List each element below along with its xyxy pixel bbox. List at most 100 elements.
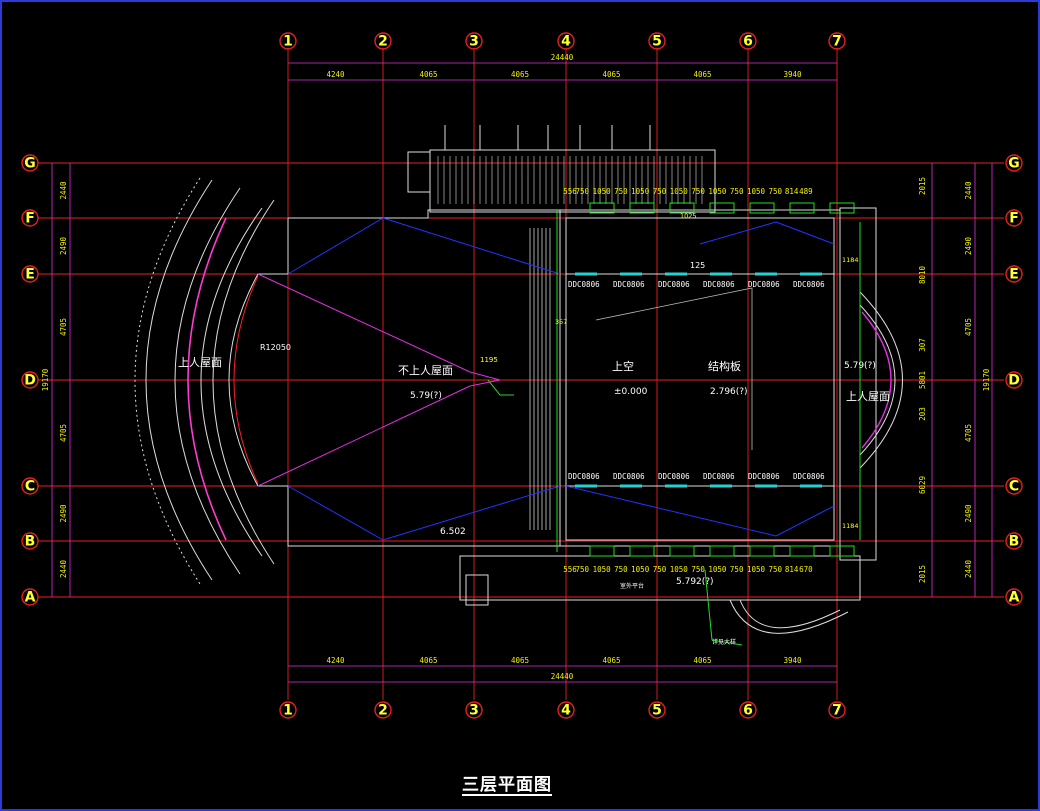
axis-bubble-bottom-5: 5 (648, 701, 666, 719)
dim-right-4: 2490 (964, 504, 973, 523)
stair-hatching (437, 156, 703, 204)
svg-text:D: D (24, 373, 36, 389)
dim-window-bottom-9: 750 (730, 565, 744, 574)
dim-overall-bottom: 24440 (551, 672, 574, 681)
dim-window-top-6: 1050 (670, 187, 689, 196)
leader-lines (487, 210, 861, 646)
axis-bubble-left-D: D (21, 371, 39, 389)
dim-bottom-5: 3940 (783, 656, 802, 665)
svg-text:F: F (1009, 211, 1019, 227)
window-tag-top-1: DDC0806 (613, 280, 645, 289)
window-bottom-3 (709, 545, 735, 557)
window-tag-top-2: DDC0806 (658, 280, 690, 289)
label-elev-void: ±0.000 (614, 387, 648, 397)
dim-right-inner-1: 8010 (918, 265, 927, 284)
window-bottom-5 (789, 545, 815, 557)
axis-bubble-top-1: 1 (279, 32, 297, 50)
label-1195: 1195 (480, 356, 498, 364)
axis-bubble-right-A: A (1005, 588, 1023, 606)
dim-right-0: 2440 (964, 181, 973, 200)
window-bottom-6 (829, 545, 855, 557)
dim-left-3: 4705 (59, 424, 68, 442)
window-top-6 (829, 202, 855, 214)
dim-bottom-3: 4065 (602, 656, 620, 665)
window-top-2 (669, 202, 695, 214)
window-tag-top-5: DDC0806 (793, 280, 825, 289)
svg-text:C: C (25, 479, 35, 495)
label-structure-slab: 结构板 (708, 359, 741, 373)
axis-bubble-right-E: E (1005, 265, 1023, 283)
dim-window-bottom-11: 750 (769, 565, 783, 574)
window-top-5 (789, 202, 815, 214)
label-callout: 详见大样 (712, 638, 736, 646)
axis-bubble-left-E: E (21, 265, 39, 283)
void-outline (595, 287, 753, 450)
svg-text:7: 7 (832, 703, 842, 719)
axis-bubble-left-A: A (21, 588, 39, 606)
dim-right-mid-2: 203 (918, 407, 927, 421)
window-tag-bottom-0: DDC0806 (568, 472, 600, 481)
dim-top-1: 4065 (419, 70, 437, 79)
dim-left-0: 2440 (59, 181, 68, 200)
window-tag-bottom-2: DDC0806 (658, 472, 690, 481)
svg-text:F: F (25, 211, 35, 227)
drawing-title: 三层平面图 (462, 775, 552, 796)
dim-left-2: 4705 (59, 318, 68, 336)
building-outline (134, 125, 903, 634)
dim-bottom-0: 4240 (326, 656, 345, 665)
svg-text:A: A (1009, 590, 1020, 606)
dim-top-0: 4240 (326, 70, 345, 79)
dim-top-2: 4065 (511, 70, 529, 79)
svg-text:D: D (1008, 373, 1020, 389)
window-tag-bottom-4: DDC0806 (748, 472, 780, 481)
dim-bottom-2: 4065 (511, 656, 529, 665)
axis-bubble-bottom-1: 1 (279, 701, 297, 719)
dim-window-bottom-3: 750 (614, 565, 628, 574)
label-roof-center: 不上人屋面 (398, 364, 453, 377)
label-radius: R12050 (260, 343, 291, 352)
drainage-slope-lines (287, 217, 835, 541)
dimension-lines (51, 62, 993, 683)
dim-top-3: 4065 (602, 70, 620, 79)
svg-text:G: G (24, 156, 36, 172)
dim-window-top-1: 750 (576, 187, 590, 196)
svg-text:7: 7 (832, 34, 842, 50)
red-arc (233, 275, 259, 485)
dim-window-top-4: 1050 (631, 187, 650, 196)
stair-lines (529, 228, 551, 530)
dim-window-bottom-2: 1050 (593, 565, 612, 574)
window-tags: DDC0806DDC0806DDC0806DDC0806DDC0806DDC08… (568, 280, 825, 481)
svg-text:C: C (1009, 479, 1019, 495)
dim-right-mid-1: 5801 (918, 371, 927, 389)
dim-top-5: 3940 (783, 70, 802, 79)
label-terrace: 室外平台 (620, 582, 644, 590)
window-marks (575, 202, 855, 557)
dim-window-bottom-7: 750 (691, 565, 705, 574)
label-elev-center: 5.79(?) (410, 391, 442, 401)
window-top-4 (749, 202, 775, 214)
dimension-texts: 4240424040654065406540654065406540654065… (41, 53, 991, 681)
dim-overall-top: 24440 (551, 53, 574, 62)
svg-text:B: B (25, 534, 36, 550)
label-1184a: 1184 (842, 256, 859, 264)
label-roof-right: 上人屋面 (846, 390, 890, 403)
window-tag-top-3: DDC0806 (703, 280, 735, 289)
dim-window-top-2: 1050 (593, 187, 612, 196)
label-roof-left: 上人屋面 (178, 356, 222, 369)
svg-text:A: A (25, 590, 36, 606)
dim-window-bottom-4: 1050 (631, 565, 650, 574)
dim-left-5: 2440 (59, 559, 68, 578)
window-tag-bottom-3: DDC0806 (703, 472, 735, 481)
svg-text:6: 6 (743, 703, 753, 719)
window-bottom-4 (749, 545, 775, 557)
dim-top-4: 4065 (693, 70, 711, 79)
svg-text:2: 2 (378, 34, 388, 50)
plan-labels: 上人屋面 R12050 不上人屋面 5.79(?) 1195 上空 ±0.000… (178, 212, 890, 646)
axis-bubble-left-G: G (21, 154, 39, 172)
label-1025: 1025 (680, 212, 697, 220)
svg-text:E: E (1009, 267, 1019, 283)
svg-text:1: 1 (283, 703, 293, 719)
grid-lines (38, 48, 1004, 700)
axis-bubble-left-C: C (21, 477, 39, 495)
